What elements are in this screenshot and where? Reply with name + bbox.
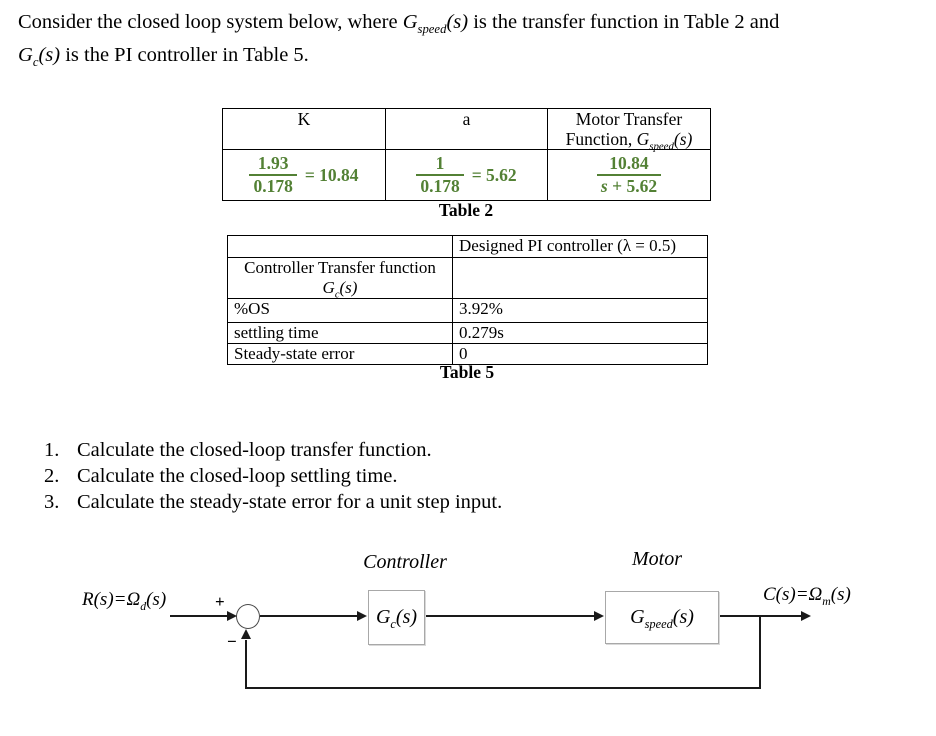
table-5-row-settling: settling time 0.279s xyxy=(227,322,708,344)
table-5-tf-label: Controller Transfer function Gc(s) xyxy=(227,257,453,300)
plus-sign: + xyxy=(215,592,225,611)
input-signal-label: R(s)=Ωd(s) xyxy=(82,589,167,613)
motor-block: Gspeed(s) xyxy=(605,591,719,644)
gc-symbol: G xyxy=(18,44,33,66)
os-value: 3.92% xyxy=(452,298,708,323)
settling-time-label: settling time xyxy=(227,322,453,344)
feedback-right-vertical-line xyxy=(759,616,761,688)
table-2-header-row: K a Motor Transfer Function, Gspeed(s) xyxy=(222,108,711,152)
table-2-header-k: K xyxy=(222,108,386,150)
gspeed-symbol: G xyxy=(402,11,418,33)
table-5-row-sse: Steady-state error 0 xyxy=(227,343,708,365)
table-2-header-a: a xyxy=(385,108,548,150)
table-5-row-os: %OS 3.92% xyxy=(227,298,708,323)
table-5: Designed PI controller (λ = 0.5) Control… xyxy=(227,235,708,365)
feedback-bottom-line xyxy=(245,687,761,689)
arrowhead-up-icon xyxy=(241,629,251,639)
task-item-2: 2.Calculate the closed-loop settling tim… xyxy=(44,465,398,487)
arrowhead-right-icon xyxy=(227,611,237,621)
controller-to-motor-line xyxy=(424,615,595,617)
controller-block: Gc(s) xyxy=(368,590,425,645)
junction-to-controller-line xyxy=(260,615,357,617)
arrowhead-right-icon xyxy=(357,611,367,621)
task-item-1: 1.Calculate the closed-loop transfer fun… xyxy=(44,439,432,461)
table-5-header-row: Designed PI controller (λ = 0.5) xyxy=(227,235,708,258)
steady-state-error-value: 0 xyxy=(452,343,708,365)
table-2-header-motor-tf: Motor Transfer Function, Gspeed(s) xyxy=(547,108,711,152)
table-5-tf-row: Controller Transfer function Gc(s) xyxy=(227,257,708,300)
os-label: %OS xyxy=(227,298,453,323)
table-5-caption: Table 5 xyxy=(439,362,495,382)
table-2-caption: Table 2 xyxy=(438,200,494,220)
task-item-3: 3.Calculate the steady-state error for a… xyxy=(44,491,503,513)
minus-sign: − xyxy=(227,632,237,651)
task-list: 1.Calculate the closed-loop transfer fun… xyxy=(44,437,502,515)
intro-paragraph: Consider the closed loop system below, w… xyxy=(18,6,779,72)
motor-label: Motor xyxy=(632,548,682,570)
intro-line-1: Consider the closed loop system below, w… xyxy=(18,11,780,37)
table-2: K a Motor Transfer Function, Gspeed(s) 1… xyxy=(222,108,711,201)
controller-label: Controller xyxy=(363,551,447,573)
arrowhead-right-icon xyxy=(801,611,811,621)
settling-time-value: 0.279s xyxy=(452,322,708,344)
table-5-pi-header: Designed PI controller (λ = 0.5) xyxy=(452,235,708,258)
arrowhead-right-icon xyxy=(594,611,604,621)
output-signal-label: C(s)=Ωm(s) xyxy=(763,584,851,608)
input-line xyxy=(170,615,228,617)
summing-junction xyxy=(236,604,260,629)
steady-state-error-label: Steady-state error xyxy=(227,343,453,365)
intro-line-2: Gc(s) is the PI controller in Table 5. xyxy=(18,44,309,70)
feedback-left-vertical-line xyxy=(245,640,247,688)
